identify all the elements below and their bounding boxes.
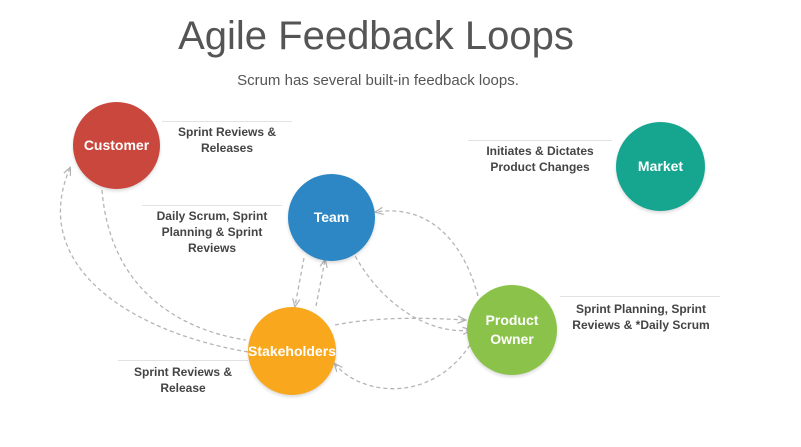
arrow-stakeholders-to-product-owner bbox=[334, 318, 465, 326]
market-node: Market bbox=[616, 122, 705, 211]
product-owner-feedback-line2: Reviews & *Daily Scrum bbox=[572, 318, 710, 332]
team-feedback-line2: Planning & Sprint bbox=[161, 225, 263, 239]
market-feedback-line2: Product Changes bbox=[490, 160, 590, 174]
team-node: Team bbox=[288, 174, 375, 261]
customer-feedback-label: Sprint Reviews & Releases bbox=[160, 124, 294, 156]
arrow-stakeholders-to-team bbox=[315, 260, 325, 307]
customer-feedback-line2: Releases bbox=[200, 141, 254, 155]
arrow-product-owner-to-stakeholders bbox=[335, 344, 471, 390]
customer-label-rule bbox=[162, 121, 292, 122]
arrow-stakeholders-to-customer bbox=[59, 168, 249, 353]
team-label-rule bbox=[142, 205, 282, 206]
product-owner-feedback-label: Sprint Planning, Sprint Reviews & *Daily… bbox=[558, 301, 724, 333]
diagram-subtitle: Scrum has several built-in feedback loop… bbox=[237, 72, 519, 89]
team-node-label: Team bbox=[313, 209, 350, 225]
stakeholders-feedback-label: Sprint Reviews & Release bbox=[116, 364, 250, 396]
arrow-team-to-product-owner bbox=[351, 249, 470, 331]
team-feedback-line1: Daily Scrum, Sprint bbox=[156, 209, 268, 223]
market-label-rule bbox=[468, 140, 612, 141]
product-owner-label-rule bbox=[560, 296, 720, 297]
stakeholders-feedback-line2: Release bbox=[160, 381, 206, 395]
arrow-team-to-stakeholders bbox=[295, 257, 305, 306]
market-node-label: Market bbox=[637, 158, 684, 174]
stakeholders-feedback-line1: Sprint Reviews & bbox=[133, 365, 233, 379]
diagram-title: Agile Feedback Loops bbox=[178, 14, 574, 58]
customer-node: Customer bbox=[73, 102, 160, 189]
product-owner-node: Product Owner bbox=[467, 285, 557, 375]
stakeholders-node: Stakeholders bbox=[248, 307, 336, 395]
team-feedback-line3: Reviews bbox=[187, 241, 237, 255]
arrow-customer-to-stakeholders bbox=[101, 189, 247, 341]
market-feedback-line1: Initiates & Dictates bbox=[486, 144, 594, 158]
customer-node-label: Customer bbox=[83, 137, 150, 153]
stakeholders-node-label: Stakeholders bbox=[248, 342, 336, 359]
product-owner-node-label-line1: Product bbox=[485, 312, 539, 328]
market-feedback-label: Initiates & Dictates Product Changes bbox=[466, 143, 614, 175]
stakeholders-label-rule bbox=[118, 360, 248, 361]
product-owner-node-label-line2: Owner bbox=[490, 331, 534, 347]
product-owner-feedback-line1: Sprint Planning, Sprint bbox=[576, 302, 706, 316]
team-feedback-label: Daily Scrum, Sprint Planning & Sprint Re… bbox=[140, 208, 284, 256]
customer-feedback-line1: Sprint Reviews & bbox=[177, 125, 277, 139]
arrow-product-owner-to-team bbox=[376, 211, 479, 297]
